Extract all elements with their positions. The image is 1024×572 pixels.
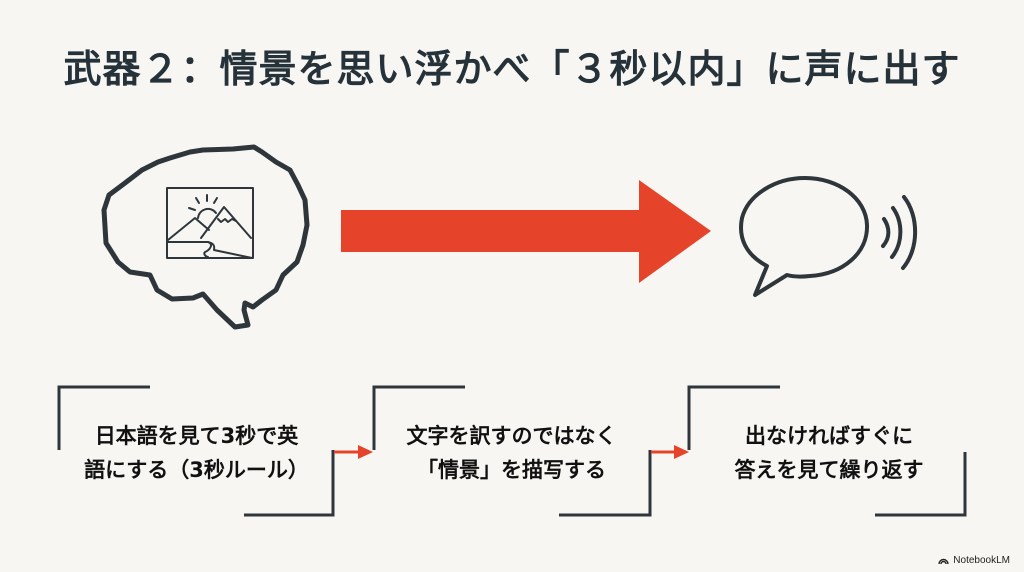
step-1-line-1: 日本語を見て3秒で英	[94, 424, 299, 448]
step-3-text: 出なければすぐに 答えを見て繰り返す	[704, 419, 954, 487]
brand-label: NotebookLM	[953, 555, 1010, 566]
step-1-line-2: 語にする（3秒ルール）	[84, 458, 309, 482]
landscape-picture-icon	[166, 187, 254, 259]
page-title: 武器２：情景を思い浮かべ「３秒以内」に声に出す	[63, 46, 961, 91]
step-2-line-2: 「情景」を描写する	[417, 458, 606, 482]
brain-icon	[101, 144, 310, 330]
brand-watermark: NotebookLM	[938, 555, 1010, 566]
step-2-text: 文字を訳すのではなく 「情景」を描写する	[384, 419, 639, 487]
notebooklm-logo-icon	[938, 558, 949, 565]
step-3-line-2: 答えを見て繰り返す	[734, 458, 924, 482]
speech-bubble-icon	[739, 176, 870, 297]
step-brackets	[57, 385, 967, 517]
step-connector-arrow-1	[334, 445, 373, 459]
large-right-arrow-icon	[341, 180, 711, 283]
step-connector-arrow-2	[651, 445, 689, 459]
step-3-line-1: 出なければすぐに	[745, 424, 913, 448]
step-1-text: 日本語を見て3秒で英 語にする（3秒ルール）	[74, 419, 319, 487]
step-2-line-1: 文字を訳すのではなく	[406, 424, 617, 448]
sound-waves-icon	[881, 195, 918, 270]
